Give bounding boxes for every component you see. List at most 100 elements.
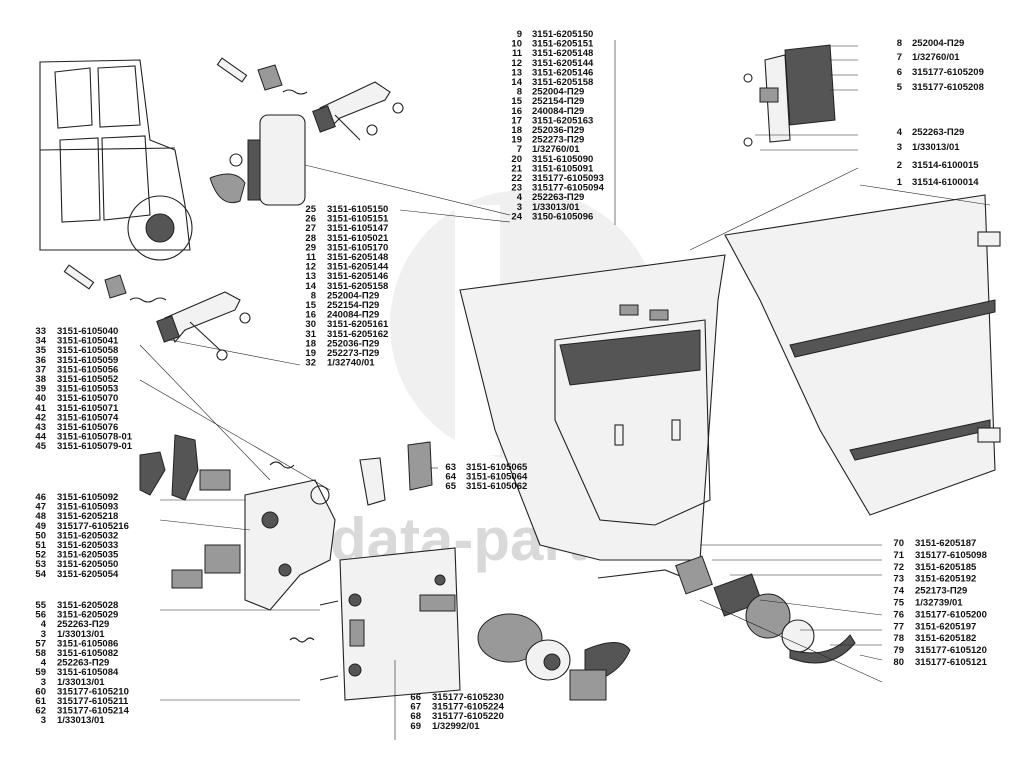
callout-number: 18: [511, 125, 522, 136]
part-code: 252173-П29: [915, 586, 967, 597]
part-code: 3151-6205150: [532, 29, 593, 40]
part-code: 3150-6105096: [532, 211, 593, 222]
callout-number: 4: [41, 619, 47, 630]
part-code: 3151-6105086: [57, 638, 118, 649]
part-code: 1/32992/01: [432, 721, 480, 732]
part-code: 3151-6105070: [57, 393, 118, 404]
part-code: 252036-П29: [327, 338, 379, 349]
part-code: 3151-6205182: [915, 633, 976, 644]
callout-number: 62: [35, 706, 46, 717]
part-code: 252154-П29: [327, 300, 379, 311]
callout-number: 30: [305, 319, 316, 330]
part-code: 252004-П29: [532, 87, 584, 98]
callout-number: 29: [305, 242, 316, 253]
part-code: 3151-6205148: [327, 252, 388, 263]
callout-number: 37: [35, 364, 46, 375]
part-code: 3151-6205185: [915, 562, 977, 573]
callout-number: 14: [511, 77, 522, 88]
part-code: 3151-6105071: [57, 403, 119, 414]
part-code: 315177-6105209: [912, 67, 984, 78]
part-code: 1/32739/01: [915, 598, 963, 609]
callout-number: 7: [517, 144, 522, 155]
part-code: 315177-6105093: [532, 173, 604, 184]
callout-number: 41: [35, 403, 46, 414]
callout-number: 63: [445, 462, 456, 473]
callout-number: 11: [512, 48, 523, 59]
part-code: 1/32760/01: [912, 52, 960, 63]
part-code: 31514-6100014: [912, 177, 979, 188]
callout-number: 4: [897, 127, 903, 138]
callout-number: 4: [41, 658, 47, 669]
callout-number: 28: [305, 233, 316, 244]
lock-mechanism: [139, 434, 433, 611]
part-code: 3151-6105021: [327, 233, 389, 244]
callout-number: 73: [893, 574, 904, 585]
callout-number: 15: [511, 96, 522, 107]
part-code: 252036-П29: [532, 125, 584, 136]
part-code: 3151-6205035: [57, 550, 119, 561]
part-code: 252263-П29: [57, 619, 109, 630]
part-code: 315177-6105208: [912, 82, 984, 93]
part-code: 3151-6105092: [57, 492, 118, 503]
part-code: 3151-6205144: [532, 58, 594, 69]
callout-number: 8: [311, 290, 316, 301]
callout-number: 9: [517, 29, 522, 40]
part-code: 3151-6205218: [57, 511, 118, 522]
part-code: 3151-6105065: [466, 462, 528, 473]
callout-number: 8: [897, 38, 902, 49]
part-code: 3151-6105056: [57, 364, 118, 375]
part-code: 1/33013/01: [57, 629, 105, 640]
part-code: 3151-6105170: [327, 242, 388, 253]
part-code: 252004-П29: [327, 290, 379, 301]
callout-number: 20: [511, 154, 522, 165]
callout-number: 3: [897, 142, 902, 153]
callout-number: 34: [35, 336, 46, 347]
part-code: 3151-6205197: [915, 621, 976, 632]
callout-number: 55: [35, 600, 46, 611]
callout-number: 80: [893, 657, 904, 668]
part-code: 3151-6105040: [57, 326, 118, 337]
part-code: 1/32740/01: [327, 358, 375, 369]
callout-number: 3: [517, 202, 522, 213]
callout-number: 32: [305, 358, 316, 369]
top-right-lock-plate: [743, 44, 836, 147]
callout-number: 54: [35, 569, 46, 580]
part-code: 315177-6105220: [432, 711, 504, 722]
callout-number: 1: [897, 177, 903, 188]
part-code: 315177-6105224: [432, 702, 505, 713]
callout-number: 2: [897, 160, 902, 171]
part-code: 3151-6205054: [57, 569, 119, 580]
callout-number: 67: [410, 702, 421, 713]
part-code: 315177-6105098: [915, 550, 987, 561]
part-code: 315177-6105230: [432, 692, 504, 703]
part-code: 252273-П29: [532, 135, 584, 146]
part-code: 3151-6205148: [532, 48, 593, 59]
door-inner-panel: [459, 254, 726, 561]
callout-number: 26: [305, 214, 316, 225]
callout-number: 35: [35, 345, 46, 356]
part-code: 3151-6105076: [57, 422, 118, 433]
part-code: 252004-П29: [912, 38, 964, 49]
callout-number: 33: [35, 326, 46, 337]
part-code: 3151-6105078-01: [57, 432, 133, 443]
part-code: 252154-П29: [532, 96, 584, 107]
outer-handle-assembly-top: [209, 57, 404, 206]
callout-number: 8: [517, 87, 522, 98]
callout-number: 52: [35, 550, 46, 561]
callout-number: 21: [511, 163, 522, 174]
callout-number: 4: [517, 192, 523, 203]
part-code: 3151-6205033: [57, 540, 118, 551]
callout-number: 16: [305, 310, 316, 321]
callout-number: 12: [305, 262, 316, 273]
part-code: 31514-6100015: [912, 160, 979, 171]
callout-number: 3: [41, 629, 46, 640]
callout-number: 11: [306, 252, 317, 263]
part-code: 3151-6205032: [57, 530, 118, 541]
part-code: 3151-6105059: [57, 355, 118, 366]
callout-number: 5: [897, 82, 903, 93]
callout-number: 17: [511, 115, 522, 126]
part-code: 1/33013/01: [57, 677, 105, 688]
part-code: 3151-6105151: [327, 214, 389, 225]
callout-number: 42: [35, 412, 46, 423]
